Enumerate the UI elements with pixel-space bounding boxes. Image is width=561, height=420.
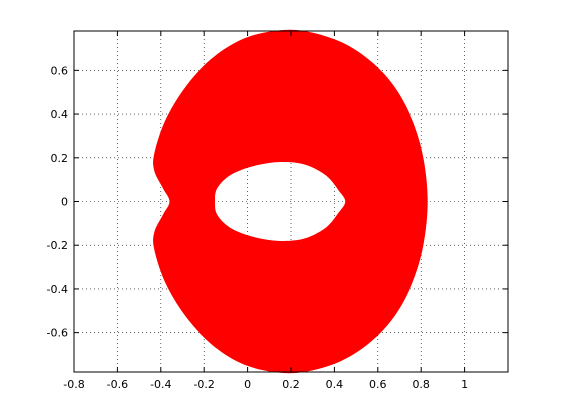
axes-box bbox=[73, 30, 509, 373]
x-tick-label: 0 bbox=[244, 378, 251, 391]
x-tick-label: 0.6 bbox=[369, 378, 387, 391]
y-tick-label: 0 bbox=[61, 196, 68, 209]
x-tick-labels: -0.8 -0.6 -0.4 -0.2 0 0.2 0.4 0.6 0.8 1 bbox=[63, 378, 468, 391]
y-tick-label: 0.4 bbox=[51, 108, 69, 121]
y-tick-label: -0.6 bbox=[47, 327, 68, 340]
filled-shape bbox=[153, 29, 428, 374]
x-tick-label: 0.4 bbox=[326, 378, 344, 391]
y-tick-label: -0.4 bbox=[47, 283, 68, 296]
x-tick-label: -0.8 bbox=[63, 378, 84, 391]
x-tick-label: 0.8 bbox=[412, 378, 430, 391]
x-tick-label: -0.4 bbox=[150, 378, 171, 391]
x-tick-label: 1 bbox=[461, 378, 468, 391]
x-tick-label: 0.2 bbox=[282, 378, 300, 391]
y-tick-label: 0.6 bbox=[51, 64, 69, 77]
x-tick-label: -0.6 bbox=[107, 378, 128, 391]
x-tick-label: -0.2 bbox=[193, 378, 214, 391]
axis-ticks bbox=[73, 31, 508, 372]
y-tick-label: 0.2 bbox=[51, 152, 69, 165]
y-tick-label: -0.2 bbox=[47, 239, 68, 252]
y-tick-labels: -0.6 -0.4 -0.2 0 0.2 0.4 0.6 bbox=[47, 64, 68, 339]
